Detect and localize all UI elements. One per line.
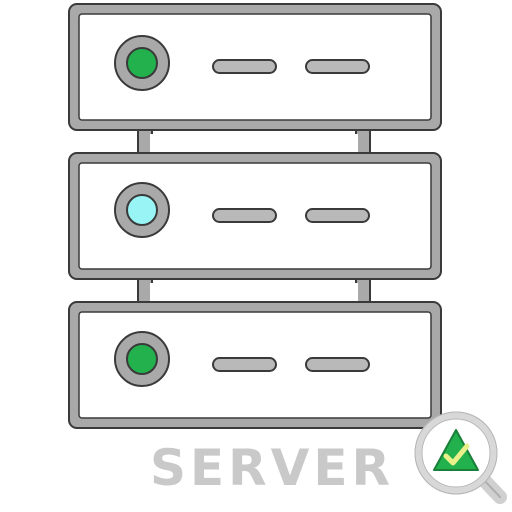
magnifier-check-icon [414,411,507,504]
server-unit-2 [68,152,442,280]
status-light-3 [114,331,170,387]
status-light-2 [114,182,170,238]
server-unit-3 [68,301,442,429]
status-light-1 [114,35,170,91]
drive-slot-3a [212,357,277,372]
drive-slot-3b [305,357,370,372]
drive-slot-2a [212,208,277,223]
drive-slot-1a [212,59,277,74]
drive-slot-1b [305,59,370,74]
server-caption: SERVER [150,439,395,497]
server-unit-1 [68,3,442,131]
drive-slot-2b [305,208,370,223]
rack-connector-top [137,125,371,157]
